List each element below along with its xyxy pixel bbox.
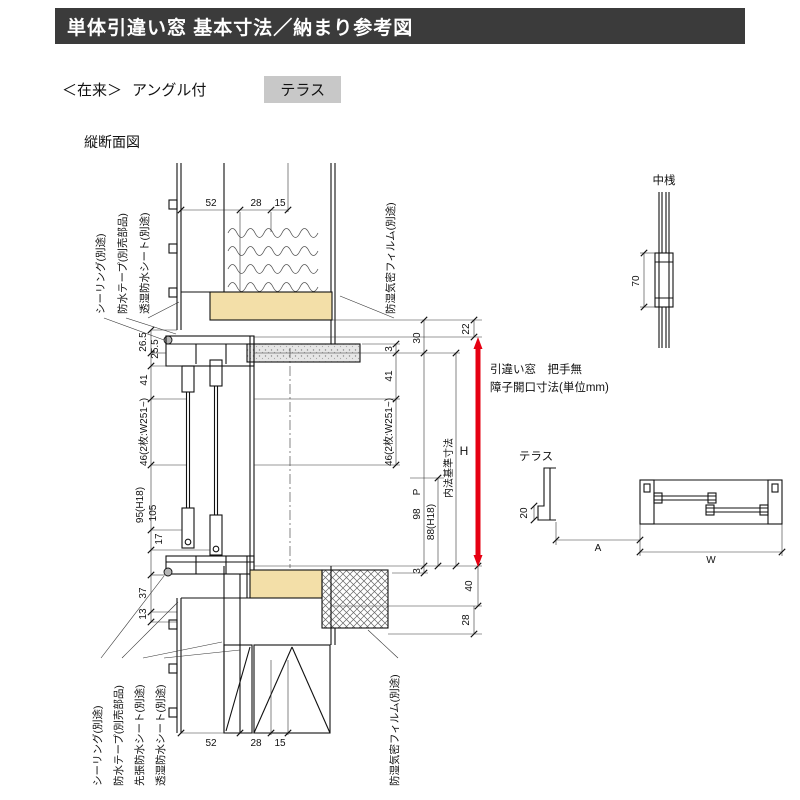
dims-right: 22 30 3 41 46(2枚:W251~) P 98 88(H18) 内法基… xyxy=(382,316,483,638)
dim-255: 25.5 xyxy=(150,339,161,359)
support-framing xyxy=(223,644,331,734)
dim-105: 105 xyxy=(148,504,159,521)
nakazan-title: 中桟 xyxy=(653,173,676,187)
dim-w: W xyxy=(706,555,716,566)
sealing-bottom xyxy=(163,567,173,577)
dim-20: 20 xyxy=(519,507,530,519)
dim-41-left: 41 xyxy=(139,374,150,386)
label-sealing-bottom: シーリング(別途) xyxy=(91,706,104,787)
dim-46-right: 46(2枚:W251~) xyxy=(382,398,395,466)
mortar-crosshatch xyxy=(321,569,389,629)
dim-top-52: 52 xyxy=(205,198,217,209)
section-title: 縦断面図 xyxy=(84,134,140,150)
dim-41-right: 41 xyxy=(384,370,395,382)
variant-angle: アングル付 xyxy=(132,82,207,99)
inner-sash xyxy=(209,359,223,556)
label-tape-bottom: 防水テープ(別売部品) xyxy=(112,685,125,786)
variant-row: ＜在来＞ アングル付 テラス xyxy=(62,76,342,103)
label-sealing-top: シーリング(別途) xyxy=(94,234,107,315)
dim-98: 98 xyxy=(412,508,423,520)
dim-a: A xyxy=(595,543,602,554)
top-wall-structure xyxy=(163,163,361,363)
h-dimension-arrow xyxy=(473,337,483,567)
dim-95: 95(H18) xyxy=(135,487,146,523)
dim-p: P xyxy=(412,488,423,495)
note-line2: 障子開口寸法(単位mm) xyxy=(490,380,609,394)
dim-3-top: 3 xyxy=(384,346,395,352)
dim-h: H xyxy=(460,444,469,458)
insulation-batt xyxy=(227,228,319,292)
dim-uchinori: 内法基準寸法 xyxy=(442,438,455,498)
labels-top: シーリング(別途) 防水テープ(別売部品) 透湿防水シート(別途) 防湿気密フィ… xyxy=(94,202,397,341)
terrace-frame-plan xyxy=(639,479,783,525)
label-sakibari-bottom: 先張防水シート(別途) xyxy=(133,685,146,787)
variant-zairai: ＜在来＞ xyxy=(62,82,123,99)
dim-28-right: 28 xyxy=(461,614,472,626)
title-bar: 単体引違い窓 基本寸法／納まり参考図 xyxy=(55,8,745,44)
variant-terrace-chip: テラス xyxy=(264,76,342,103)
dim-265: 26.5 xyxy=(138,332,149,352)
dim-17: 17 xyxy=(154,533,165,545)
outer-sash xyxy=(181,365,195,549)
dim-bottom-15: 15 xyxy=(274,738,286,749)
wood-framing-top xyxy=(209,291,333,321)
terrace-title: テラス xyxy=(519,451,553,463)
dim-37: 37 xyxy=(138,587,149,599)
dim-13: 13 xyxy=(138,608,149,620)
note-line1: 引違い窓 把手無 xyxy=(490,362,582,376)
annotation-note: 引違い窓 把手無 障子開口寸法(単位mm) xyxy=(490,362,609,394)
label-film-top: 防湿気密フィルム(別途) xyxy=(384,202,397,314)
bottom-wall-structure xyxy=(168,556,389,734)
dim-88: 88(H18) xyxy=(426,504,437,540)
dim-40: 40 xyxy=(464,580,475,592)
dims-left: 26.5 25.5 41 46(2枚:W251~) 95(H18) 105 17… xyxy=(135,326,210,626)
dim-bottom-28: 28 xyxy=(250,738,262,749)
labels-bottom: シーリング(別途) 防水テープ(別売部品) 先張防水シート(別途) 透湿防水シー… xyxy=(91,575,401,787)
dim-3-bottom: 3 xyxy=(412,568,423,574)
dim-bottom-52: 52 xyxy=(205,738,217,749)
label-tape-top: 防水テープ(別売部品) xyxy=(116,213,129,314)
dim-top-15: 15 xyxy=(274,198,286,209)
dim-top-28: 28 xyxy=(250,198,262,209)
sealing-top xyxy=(163,335,173,345)
dims-bottom: 52 28 15 xyxy=(177,660,292,749)
label-sheet-bottom: 透湿防水シート(別途) xyxy=(154,685,167,787)
label-sheet-top: 透湿防水シート(別途) xyxy=(138,213,151,315)
wood-framing-bottom xyxy=(249,569,323,599)
dim-70: 70 xyxy=(631,275,642,287)
dim-22: 22 xyxy=(461,323,472,335)
nakazan-detail: 中桟 70 xyxy=(631,173,676,348)
page-title: 単体引違い窓 基本寸法／納まり参考図 xyxy=(67,17,414,39)
extension-lines xyxy=(254,319,482,635)
dims-top: 52 28 15 xyxy=(177,198,292,292)
terrace-detail: テラス 20 A W xyxy=(519,451,786,566)
label-film-bottom: 防湿気密フィルム(別途) xyxy=(388,674,401,786)
dim-46-left: 46(2枚:W251~) xyxy=(137,398,150,466)
dim-30: 30 xyxy=(412,332,423,344)
window-frame-section xyxy=(163,335,291,577)
